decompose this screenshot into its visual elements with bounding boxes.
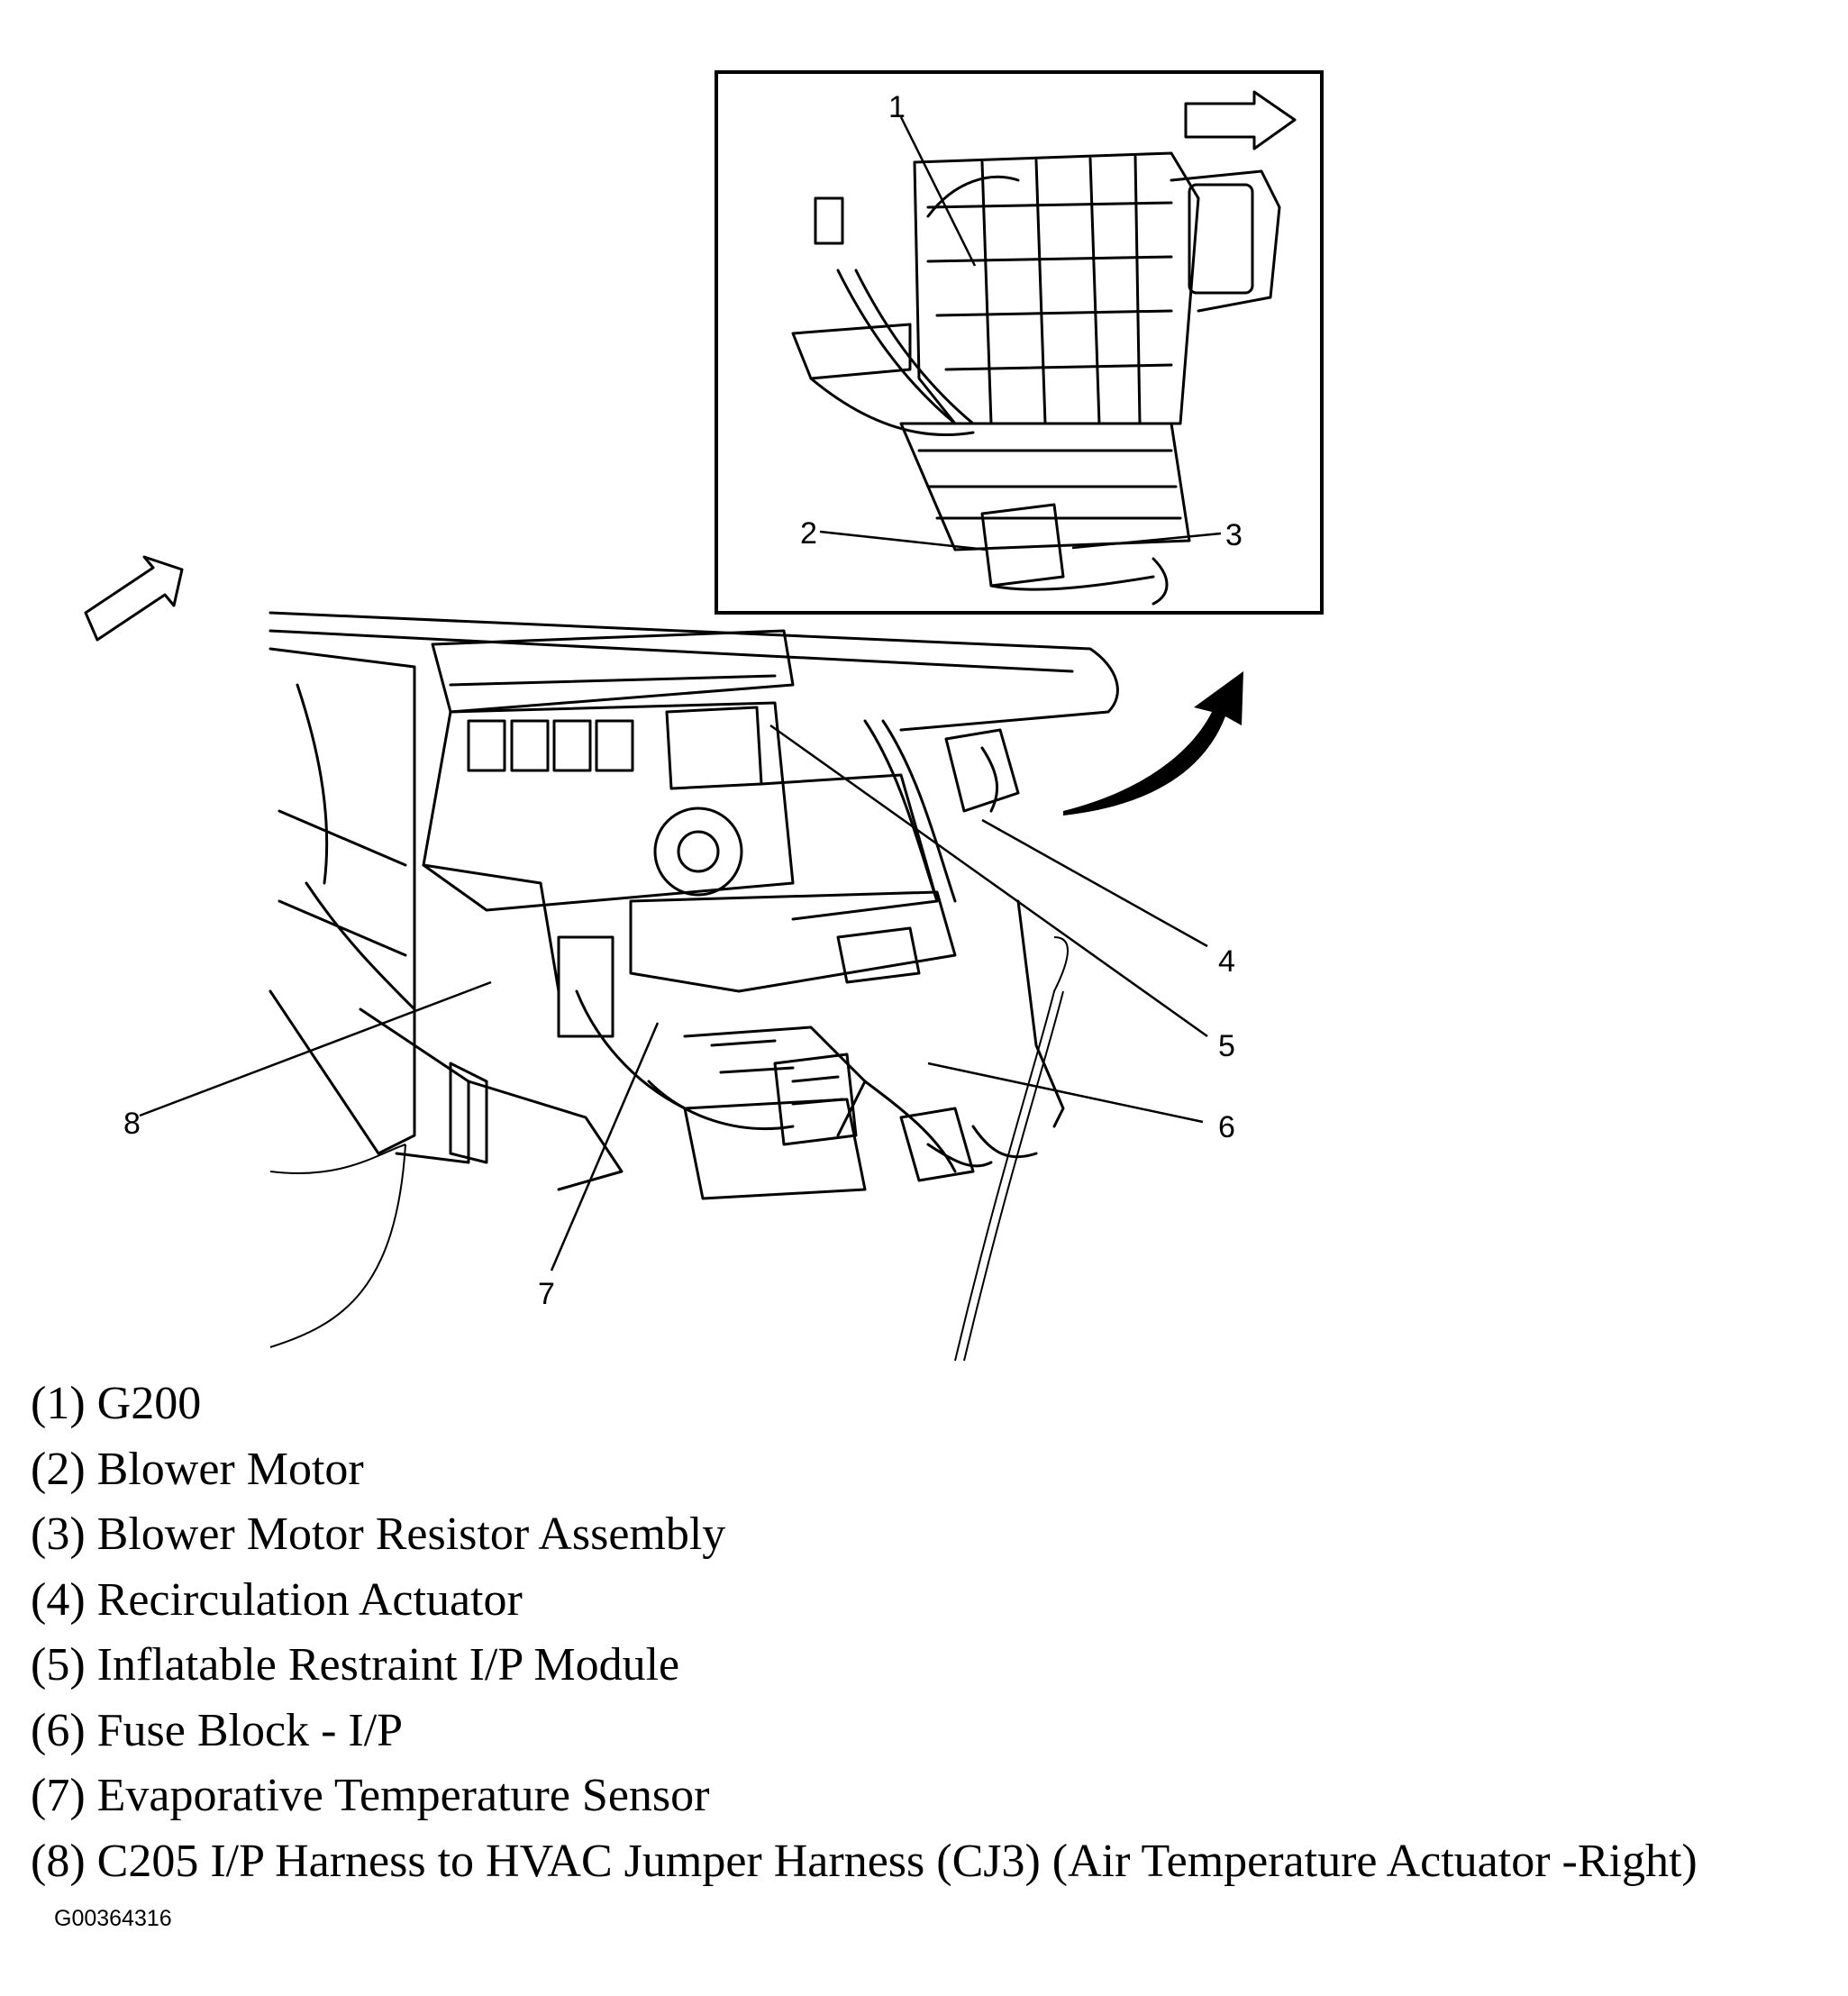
legend-label: Blower Motor	[96, 1443, 364, 1495]
cable	[269, 1144, 406, 1174]
legend-number: (1)	[31, 1378, 86, 1429]
cable	[963, 990, 1064, 1362]
legend-item-1: (1) G200	[31, 1372, 1833, 1437]
legend-label: G200	[96, 1378, 202, 1429]
inset-frame	[715, 70, 1324, 615]
legend-item-4: (4) Recirculation Actuator	[31, 1568, 1833, 1634]
main-direction-arrow	[84, 555, 184, 642]
legend-number: (8)	[31, 1835, 86, 1887]
main-hvac-illustration	[269, 611, 1119, 1200]
callout-8: 8	[123, 1107, 141, 1141]
legend-label: Blower Motor Resistor Assembly	[96, 1508, 726, 1560]
legend-number: (2)	[31, 1443, 86, 1495]
leader-line-2	[819, 530, 988, 551]
leader-line-6	[927, 1062, 1204, 1124]
callout-7: 7	[538, 1277, 555, 1311]
leader-line-4	[981, 818, 1208, 948]
legend-label: Evaporative Temperature Sensor	[96, 1770, 710, 1821]
leader-line-1	[899, 116, 977, 267]
legend-label: Recirculation Actuator	[96, 1573, 523, 1626]
legend-number: (6)	[31, 1704, 86, 1756]
legend-item-3: (3) Blower Motor Resistor Assembly	[31, 1502, 1833, 1568]
legend-item-5: (5) Inflatable Restraint I/P Module	[31, 1633, 1833, 1699]
leader-line-5	[769, 724, 1208, 1038]
legend-label: Inflatable Restraint I/P Module	[96, 1639, 680, 1691]
legend-label: Fuse Block - I/P	[96, 1704, 404, 1756]
component-locator-diagram: 1 2 3 4 5 6 7 8	[84, 70, 1324, 1362]
leader-line-7	[550, 1022, 660, 1271]
legend-item-7: (7) Evaporative Temperature Sensor	[31, 1764, 1833, 1829]
figure-id: G00364316	[54, 1906, 172, 1931]
callout-4: 4	[1218, 944, 1235, 979]
callout-1: 1	[888, 90, 906, 124]
legend-item-2: (2) Blower Motor	[31, 1437, 1833, 1503]
legend-number: (4)	[31, 1573, 86, 1626]
inset-direction-arrow	[1184, 90, 1297, 150]
cable	[954, 936, 1069, 1362]
parts-legend: (1) G200 (2) Blower Motor (3) Blower Mot…	[31, 1372, 1833, 1894]
callout-3: 3	[1225, 518, 1243, 552]
callout-2: 2	[800, 516, 817, 551]
callout-5: 5	[1218, 1029, 1235, 1063]
legend-number: (3)	[31, 1508, 86, 1560]
leader-line-3	[1071, 532, 1222, 550]
legend-item-8: (8) C205 I/P Harness to HVAC Jumper Harn…	[31, 1829, 1833, 1895]
legend-item-6: (6) Fuse Block - I/P	[31, 1699, 1833, 1764]
legend-number: (7)	[31, 1770, 86, 1821]
legend-label: C205 I/P Harness to HVAC Jumper Harness …	[96, 1835, 1698, 1887]
legend-number: (5)	[31, 1639, 86, 1691]
cable	[269, 1144, 406, 1348]
callout-6: 6	[1218, 1110, 1235, 1144]
inset-hvac-illustration	[791, 151, 1281, 606]
leader-line-8	[139, 980, 492, 1117]
inset-detail-view	[715, 70, 1324, 615]
rotation-arrow	[1063, 671, 1243, 816]
